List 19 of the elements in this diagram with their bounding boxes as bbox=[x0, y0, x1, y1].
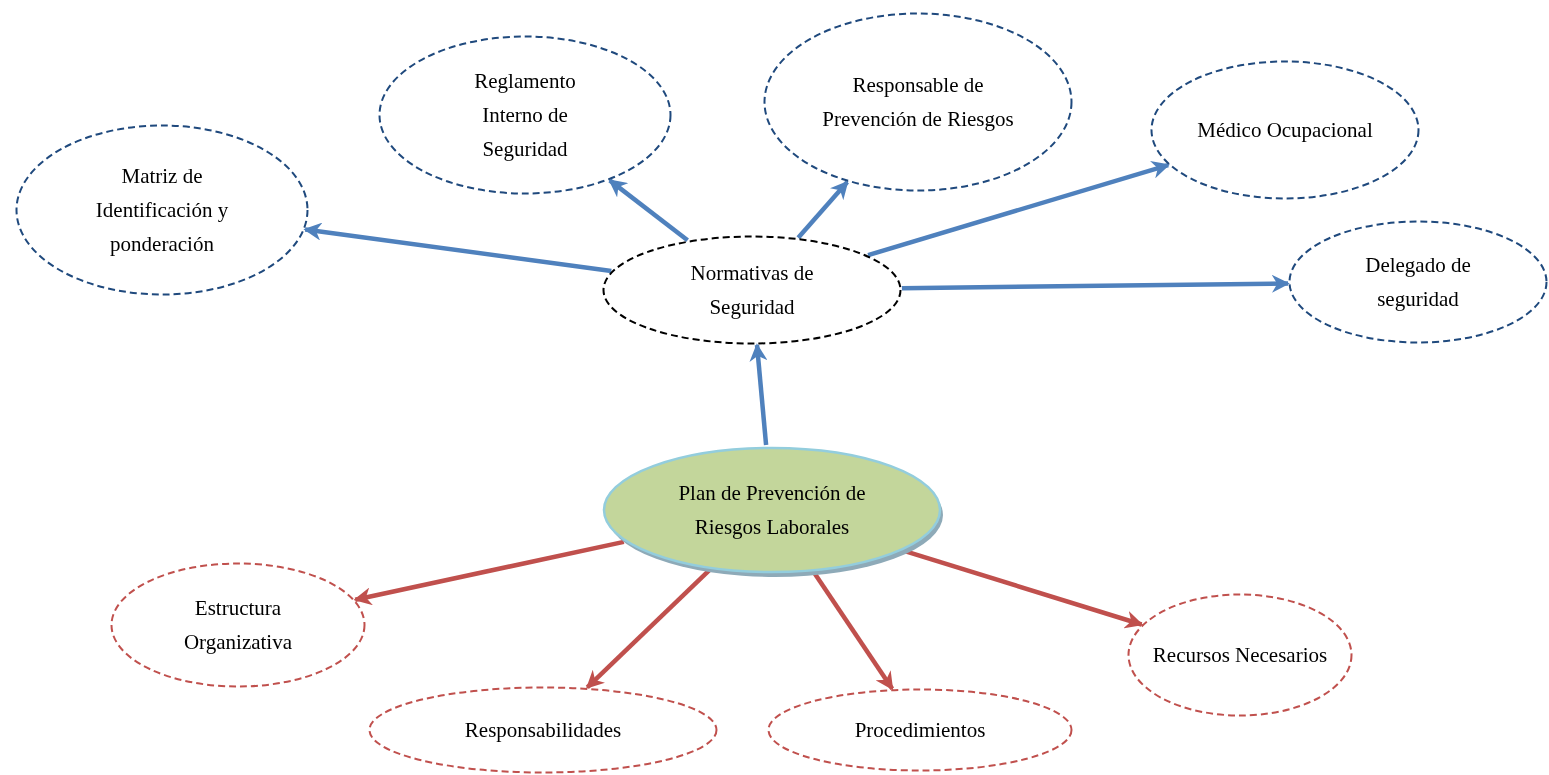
node-label: Recursos Necesarios bbox=[1151, 642, 1329, 669]
node-label: Responsabilidades bbox=[463, 717, 623, 744]
node-label: Delegado de seguridad bbox=[1364, 252, 1472, 313]
node-label: Normativas de Seguridad bbox=[689, 260, 815, 321]
arrow bbox=[796, 180, 849, 240]
arrow bbox=[303, 222, 612, 274]
node-label: Procedimientos bbox=[853, 717, 987, 744]
node-label: Estructura Organizativa bbox=[182, 595, 294, 656]
arrow bbox=[353, 539, 625, 606]
node-label: Matriz de Identificación y ponderación bbox=[94, 163, 230, 258]
node-label: Responsable de Prevención de Riesgos bbox=[821, 72, 1015, 133]
arrow bbox=[749, 343, 769, 446]
arrow bbox=[585, 568, 711, 690]
arrow bbox=[867, 161, 1170, 258]
arrow bbox=[608, 178, 689, 243]
node-label: Médico Ocupacional bbox=[1196, 117, 1374, 144]
node-label: Reglamento Interno de Seguridad bbox=[473, 68, 577, 163]
arrow bbox=[901, 274, 1290, 293]
node-label: Plan de Prevención de Riesgos Laborales bbox=[677, 480, 867, 541]
